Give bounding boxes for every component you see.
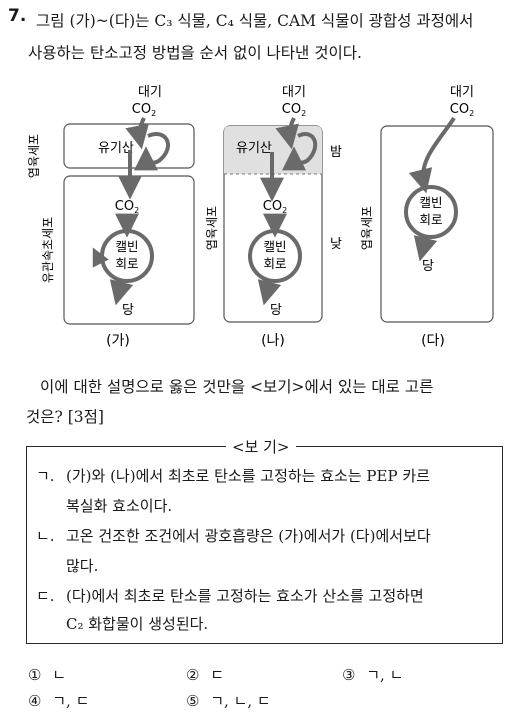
cycle-arrow-ga (134, 132, 170, 171)
bogi-item-3-line-1: (다)에서 최초로 탄소를 고정하는 효소가 산소를 고정하면 (66, 587, 424, 605)
panel-label-na: (나) (261, 333, 285, 349)
question-line-2: 사용하는 탄소고정 방법을 순서 없이 나타낸 것이다. (28, 44, 362, 62)
choice-3-number: ③ (342, 666, 356, 684)
choice-3-text: ㄱ, ㄴ (366, 666, 404, 684)
co2-inner-na: CO2 (263, 199, 287, 215)
atm-label-na: 대기 (282, 85, 306, 100)
choice-4-text: ㄱ, ㄷ (52, 692, 90, 710)
panel-label-ga: (가) (106, 333, 130, 349)
co2-top-na: CO2 (282, 102, 306, 118)
mesophyll-label-ga: 엽육세포 (27, 134, 41, 178)
question-line-1: 그림 (가)~(다)는 C₃ 식물, C₄ 식물, CAM 식물이 광합성 과정… (36, 12, 474, 30)
panel-label-da: (다) (421, 333, 445, 349)
co2-inflow-arrow-na (275, 117, 299, 150)
mesophyll-label-na: 엽육세포 (205, 206, 219, 250)
bundle-sheath-label-ga: 유관속초세포 (41, 217, 55, 283)
bogi-item-1-marker: ㄱ. (36, 467, 55, 485)
choice-2-text: ㄷ (210, 666, 225, 684)
organic-acid-na: 유기산 (236, 141, 272, 156)
organic-acid-ga: 유기산 (98, 141, 134, 156)
bogi-item-3-marker: ㄷ. (36, 587, 55, 605)
atm-label-da: 대기 (450, 85, 474, 100)
bogi-item-2-line-2: 많다. (66, 557, 99, 575)
co2-top-ga: CO2 (132, 102, 156, 118)
cycle-arrow-na (282, 132, 318, 171)
bogi-item-3-line-2: C₂ 화합물이 생성된다. (66, 615, 209, 633)
sugar-arrow-na (257, 279, 282, 306)
night-label-na: 밤 (330, 145, 342, 160)
calvin-label-1-da: 캘빈 (419, 195, 442, 210)
bogi-item-2-marker: ㄴ. (36, 527, 55, 545)
panel-da: 대기 CO2 엽육세포 캘빈 회로 당 (다) (360, 85, 494, 349)
choice-5-number: ⑤ (186, 692, 200, 710)
day-label-na: 낮 (330, 237, 342, 252)
calvin-label-1-na: 캘빈 (263, 239, 286, 254)
bogi-item-2-line-1: 고온 건조한 조건에서 광호흡량은 (가)에서가 (다)에서보다 (66, 527, 431, 545)
carbon-fixation-figure: 대기 CO2 유기산 엽육세포 유관속초세포 CO2 캘빈 회로 당 (가) 대… (27, 85, 494, 349)
co2-top-da: CO2 (450, 102, 474, 118)
co2-inflow-arrow-ga (125, 117, 149, 150)
choice-3[interactable]: ③ ㄱ, ㄴ (342, 664, 403, 685)
question-number: 7. (8, 6, 27, 26)
prompt-line-1: 이에 대한 설명으로 옳은 것만을 <보기>에서 있는 대로 고른 (40, 378, 434, 396)
choice-5-text: ㄱ, ㄴ, ㄷ (210, 692, 271, 710)
bogi-item-1-line-2: 복실화 효소이다. (66, 497, 173, 515)
co2-inflow-arrow-da (408, 116, 456, 194)
sugar-arrow-ga (109, 279, 134, 306)
bogi-title: <보 기> (226, 436, 296, 457)
calvin-label-2-da: 회로 (419, 212, 442, 227)
calvin-label-2-na: 회로 (263, 256, 286, 271)
mesophyll-cell-da (380, 125, 494, 323)
choice-1-text: ㄴ (52, 666, 67, 684)
sugar-label-da: 당 (422, 259, 434, 274)
choice-4[interactable]: ④ ㄱ, ㄷ (28, 690, 89, 711)
sugar-label-ga: 당 (122, 303, 134, 318)
panel-ga: 대기 CO2 유기산 엽육세포 유관속초세포 CO2 캘빈 회로 당 (가) (27, 85, 195, 349)
co2-inner-ga: CO2 (115, 199, 139, 215)
sugar-arrow-da (413, 235, 438, 262)
choice-2-number: ② (186, 666, 200, 684)
prompt-line-2: 것은? [3점] (26, 408, 104, 426)
bogi-item-1-line-1: (가)와 (나)에서 최초로 탄소를 고정하는 효소는 PEP 카르 (66, 467, 430, 485)
choice-2[interactable]: ② ㄷ (186, 664, 224, 685)
panel-na: 대기 CO2 유기산 밤 낮 엽육세포 CO2 캘빈 회로 당 (나) (205, 85, 342, 349)
atm-label-ga: 대기 (138, 85, 162, 100)
calvin-label-1-ga: 캘빈 (115, 239, 138, 254)
mesophyll-label-da: 엽육세포 (360, 206, 374, 250)
choice-5[interactable]: ⑤ ㄱ, ㄴ, ㄷ (186, 690, 271, 711)
choice-1[interactable]: ① ㄴ (28, 664, 66, 685)
choice-4-number: ④ (28, 692, 42, 710)
choice-1-number: ① (28, 666, 42, 684)
calvin-label-2-ga: 회로 (115, 256, 138, 271)
sugar-label-na: 당 (270, 303, 282, 318)
